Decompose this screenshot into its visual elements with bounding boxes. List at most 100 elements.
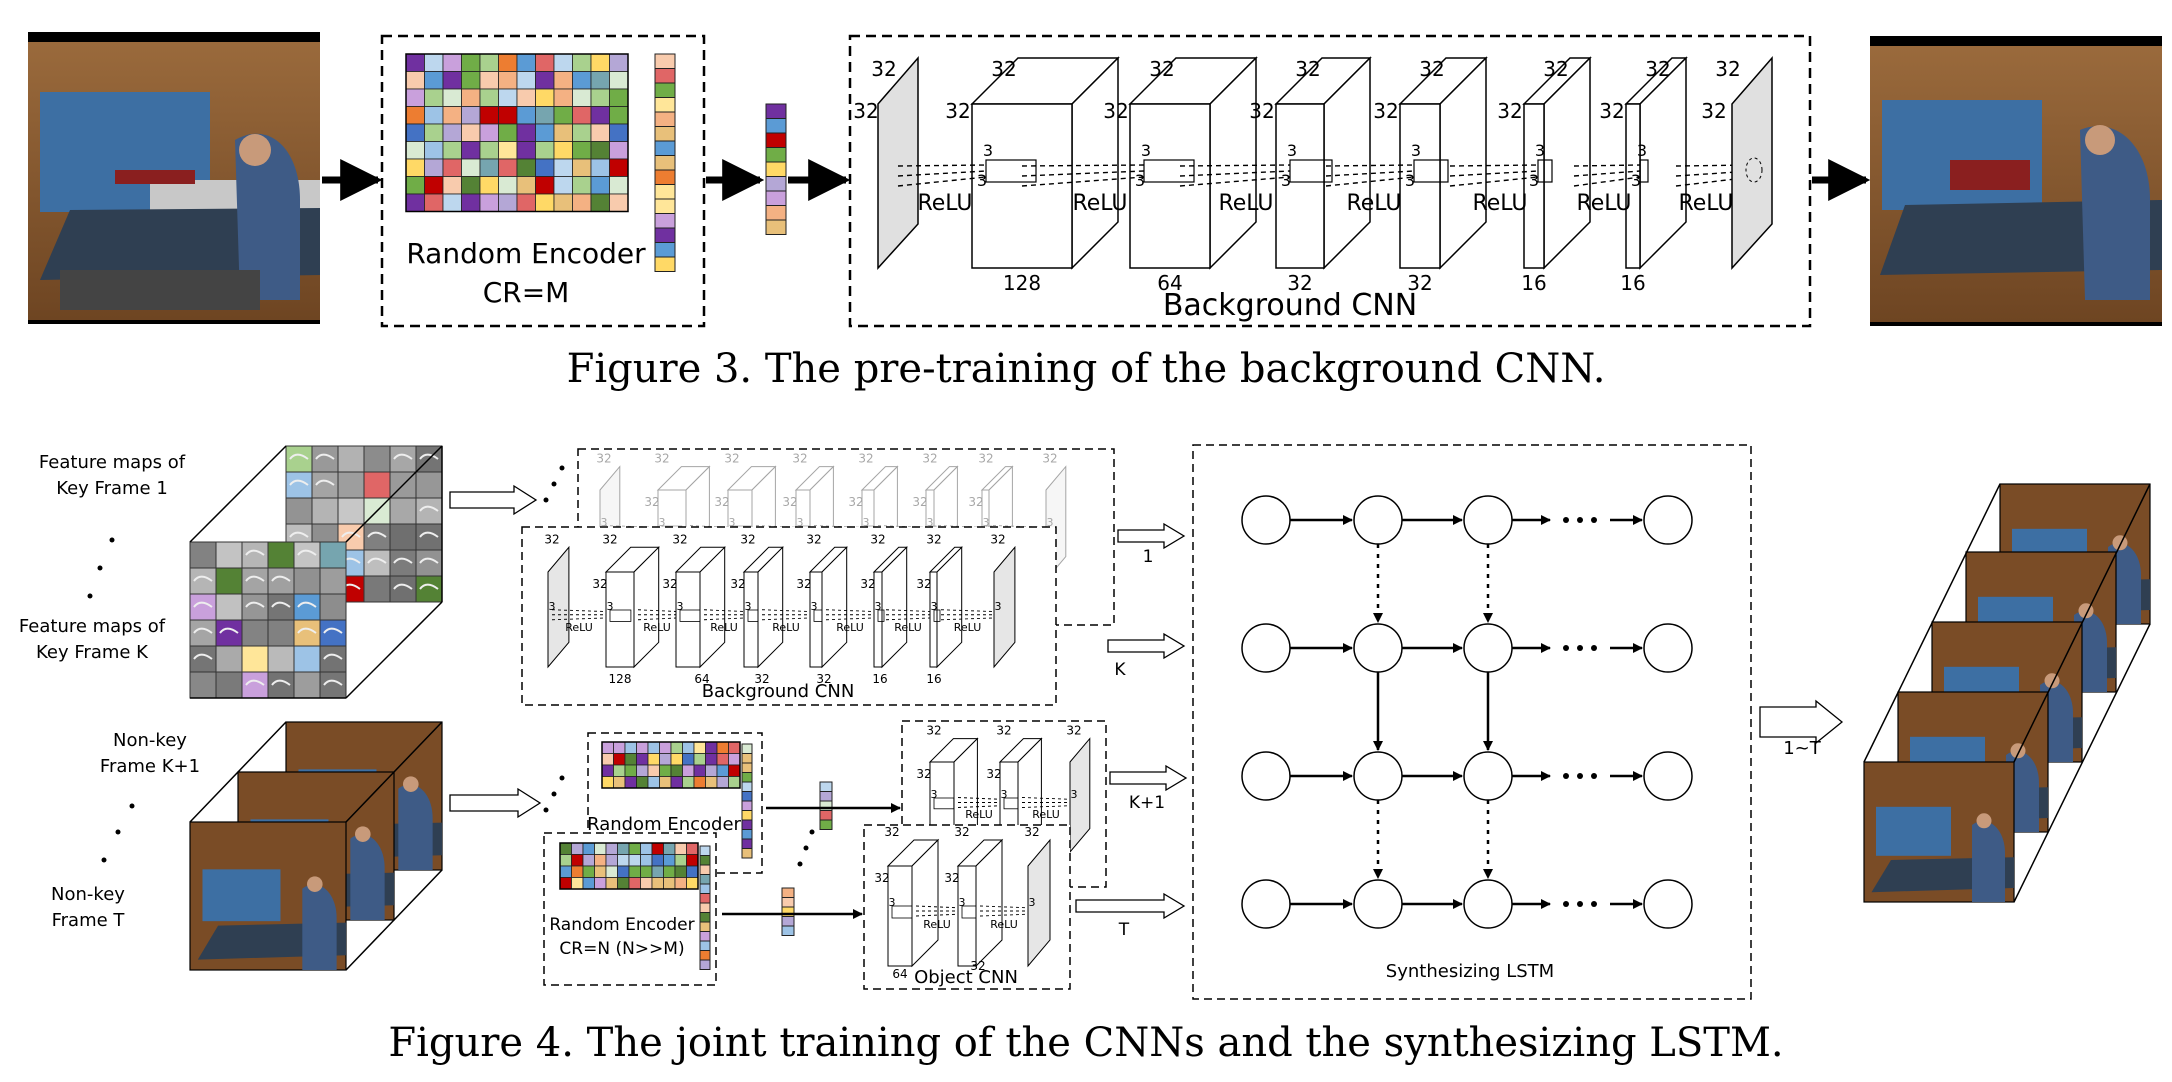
re-cell bbox=[624, 776, 637, 789]
re-cell bbox=[624, 753, 637, 766]
re2-cell bbox=[559, 842, 572, 855]
encoder-cell bbox=[553, 106, 573, 125]
feature-tile bbox=[311, 497, 339, 525]
mini-label-32: 32 bbox=[860, 577, 875, 591]
feature-tile bbox=[215, 541, 243, 569]
mini-kernel bbox=[609, 609, 632, 622]
arrow-K1 bbox=[1109, 764, 1188, 792]
depth-label: 64 bbox=[694, 672, 709, 686]
lstm-cell bbox=[1643, 495, 1693, 545]
mini-label-3: 3 bbox=[549, 600, 556, 613]
input-label-side: 32 bbox=[853, 99, 878, 123]
kernel-label: 3 bbox=[1529, 171, 1539, 190]
re-cell bbox=[659, 764, 672, 777]
dash-connection bbox=[1449, 164, 1539, 167]
encoder-cell bbox=[553, 53, 573, 72]
re-cell bbox=[659, 741, 672, 754]
encoder-cell bbox=[424, 123, 444, 142]
kernel-label: 3 bbox=[1631, 171, 1641, 190]
re2-cell bbox=[651, 877, 664, 890]
encoder-cell bbox=[424, 53, 444, 72]
encoder-cell bbox=[479, 193, 499, 212]
mini-relu: ReLU bbox=[710, 621, 738, 634]
encoder-vector-cell bbox=[654, 82, 676, 98]
obj-cnn-title: Object CNN bbox=[914, 967, 1018, 988]
encoder-cell bbox=[572, 71, 592, 90]
encoder-cell bbox=[590, 71, 610, 90]
feature-stroke bbox=[323, 679, 343, 686]
mini-label-32: 32 bbox=[596, 452, 611, 466]
re-cell bbox=[613, 741, 626, 754]
mini-label-32: 32 bbox=[884, 825, 899, 839]
encoder-cell bbox=[535, 193, 555, 212]
feature-tile bbox=[215, 619, 243, 647]
kernel-label: 3 bbox=[977, 171, 987, 190]
feature-stroke bbox=[323, 653, 343, 660]
output-arrow-label: 1~T bbox=[1783, 738, 1822, 759]
lstm-cell bbox=[1241, 879, 1291, 929]
layer-front bbox=[1399, 103, 1441, 269]
random-encoder-back-title: Random Encoder bbox=[587, 814, 741, 835]
mini-relu: ReLU bbox=[894, 621, 922, 634]
re-cell bbox=[716, 776, 729, 789]
mini-label-3: 3 bbox=[931, 788, 938, 801]
re2-cell bbox=[582, 842, 595, 855]
re2-cell bbox=[674, 865, 687, 878]
measurement-cell bbox=[819, 781, 833, 792]
measurement-cell bbox=[765, 118, 787, 134]
measurement-cell bbox=[765, 103, 787, 119]
mini-dash bbox=[940, 617, 1001, 621]
encoder-cell bbox=[461, 71, 481, 90]
feature-tile bbox=[293, 541, 321, 569]
feature-stroke bbox=[219, 627, 239, 634]
re-cell bbox=[624, 764, 637, 777]
bg-cnn-title: Background CNN bbox=[702, 681, 855, 702]
output-frame-head bbox=[2112, 535, 2128, 551]
mini-relu: ReLU bbox=[565, 621, 593, 634]
feature-stroke bbox=[419, 505, 439, 512]
feature-stroke bbox=[193, 601, 213, 608]
encoder-cell bbox=[479, 71, 499, 90]
feature-tile bbox=[267, 645, 295, 673]
mini-dash bbox=[885, 617, 937, 621]
encoder-vector-cell bbox=[654, 242, 676, 258]
mini-relu: ReLU bbox=[643, 621, 671, 634]
measurement-cell bbox=[765, 219, 787, 235]
relu-label: ReLU bbox=[1678, 191, 1733, 216]
re-cell bbox=[647, 764, 660, 777]
encoder-cell bbox=[516, 71, 536, 90]
re2-cell bbox=[686, 865, 699, 878]
encoder-cell bbox=[479, 106, 499, 125]
lstm-ellipsis bbox=[1563, 645, 1569, 651]
feature-tile bbox=[389, 549, 417, 577]
feature-tile bbox=[319, 619, 347, 647]
encoder-cell bbox=[498, 193, 518, 212]
re-cell bbox=[728, 776, 741, 789]
arrow-label-T: T bbox=[1118, 920, 1130, 940]
feature-tile bbox=[285, 471, 313, 499]
output-frame-player bbox=[1972, 821, 2005, 902]
mini-relu: ReLU bbox=[772, 621, 800, 634]
random-encoder-front-title: Random Encoder bbox=[549, 915, 694, 935]
re2-cell bbox=[605, 854, 618, 867]
mini-kernel bbox=[933, 609, 941, 622]
re2-cell bbox=[617, 842, 630, 855]
feature-tile bbox=[389, 523, 417, 551]
encoder-vector-cell bbox=[654, 111, 676, 127]
re-cell bbox=[682, 764, 695, 777]
label-nonkey-k1-line1: Non-key bbox=[113, 730, 187, 751]
stack-edge bbox=[2013, 623, 2151, 903]
kernel-label: 3 bbox=[1411, 141, 1421, 160]
nonkey-frame-player bbox=[302, 884, 337, 970]
feature-stroke bbox=[297, 549, 317, 556]
depth-label: 32 bbox=[970, 959, 985, 973]
lstm-ellipsis bbox=[1591, 645, 1597, 651]
encoder-cell bbox=[590, 176, 610, 195]
mini-layer-top bbox=[726, 466, 777, 491]
kernel-label: 3 bbox=[1535, 141, 1545, 160]
mini-kernel bbox=[961, 905, 977, 919]
lstm-ellipsis bbox=[1577, 773, 1583, 779]
encoder-cell bbox=[535, 71, 555, 90]
re2-cell bbox=[605, 865, 618, 878]
